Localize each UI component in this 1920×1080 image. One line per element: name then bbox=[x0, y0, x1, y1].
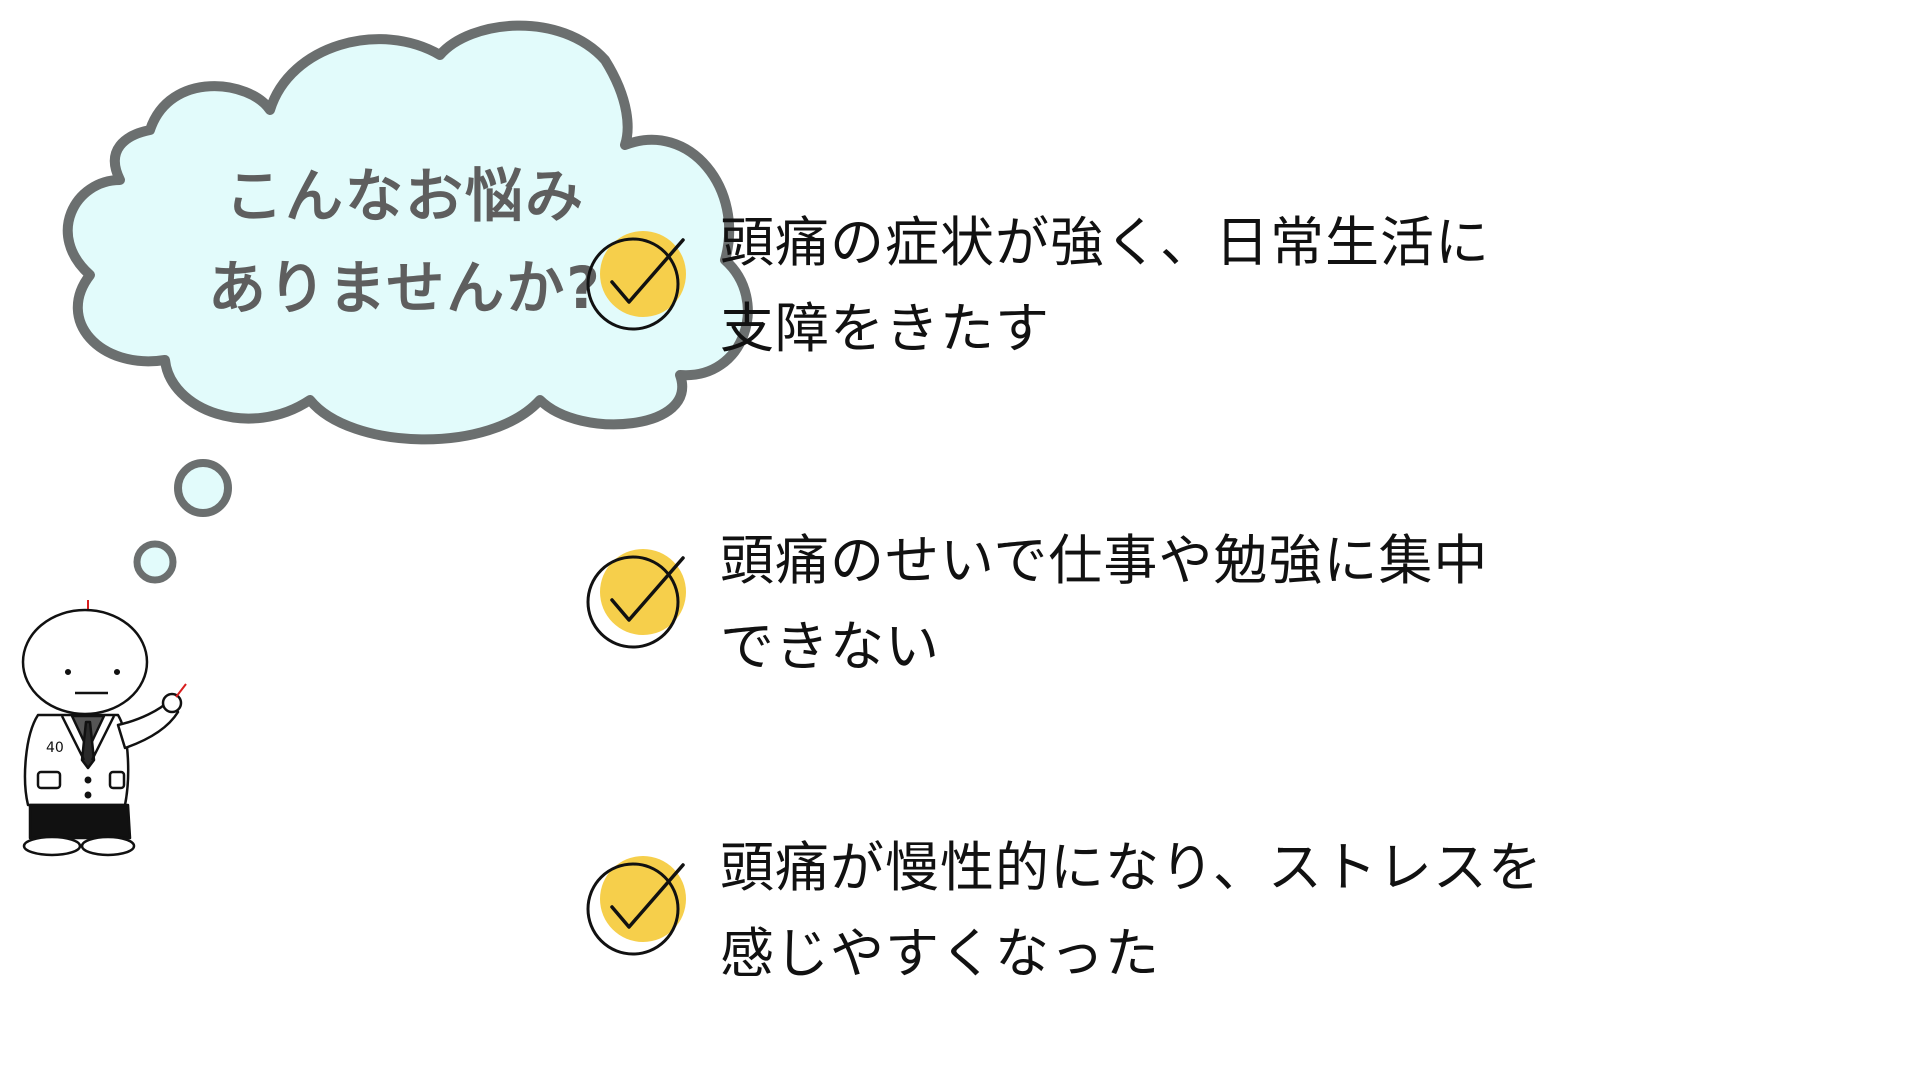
check-circle-icon bbox=[586, 231, 686, 331]
bubble-heading: こんなお悩み ありませんか? bbox=[190, 150, 620, 334]
checklist-item: 頭痛のせいで仕事や勉強に集中 できない bbox=[586, 518, 1840, 690]
check-circle-icon bbox=[586, 549, 686, 649]
checklist-item-line-1: 頭痛のせいで仕事や勉強に集中 bbox=[720, 529, 1489, 592]
bubble-line-1: こんなお悩み bbox=[224, 162, 585, 230]
check-circle-icon bbox=[586, 856, 686, 956]
checklist-item-line-1: 頭痛が慢性的になり、ストレスを bbox=[720, 836, 1543, 899]
bubble-line-2: ありませんか? bbox=[208, 254, 602, 322]
thought-bubble-small bbox=[133, 540, 177, 584]
thought-cloud bbox=[62, 20, 753, 445]
doctor-character-icon: 40 bbox=[21, 600, 187, 857]
checklist-item-line-1: 頭痛の症状が強く、日常生活に bbox=[720, 211, 1490, 274]
checklist-item-line-2: できない bbox=[720, 615, 940, 678]
thought-bubble-large bbox=[174, 459, 232, 517]
checklist-item: 頭痛の症状が強く、日常生活に 支障をきたす bbox=[586, 200, 1840, 372]
checklist-item-line-2: 支障をきたす bbox=[720, 297, 1050, 360]
svg-text:40: 40 bbox=[46, 740, 64, 756]
checklist-item-line-2: 感じやすくなった bbox=[720, 922, 1160, 985]
checklist-item: 頭痛が慢性的になり、ストレスを 感じやすくなった bbox=[586, 825, 1840, 997]
